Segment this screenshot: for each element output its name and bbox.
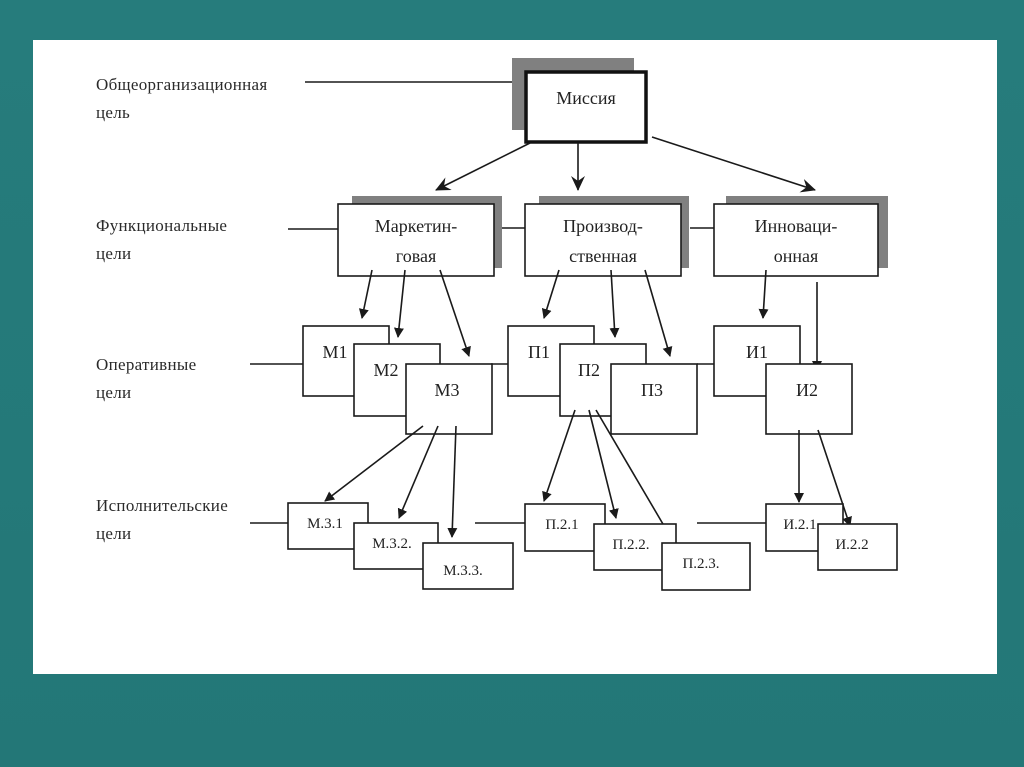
mission-frame bbox=[524, 70, 648, 144]
arrow-marketing-m3 bbox=[439, 269, 471, 357]
functional-goal-label: Производ- bbox=[563, 216, 643, 236]
mission-label: Миссия bbox=[556, 88, 616, 108]
operational-goal-label: П2 bbox=[578, 360, 600, 380]
functional-goal-innovation: Инноваци- онная bbox=[713, 196, 888, 277]
executive-goal-box bbox=[817, 523, 898, 571]
arrow-p2-p21 bbox=[542, 409, 576, 502]
executive-goal-label: П.2.1 bbox=[545, 517, 578, 533]
arrow-m3-m32 bbox=[397, 425, 439, 519]
level-label-line: Оперативные bbox=[96, 355, 196, 374]
operational-goal-box bbox=[405, 363, 493, 435]
arrow-marketing-m1 bbox=[358, 269, 373, 319]
operational-goals-marketing: М1 М2 М3 bbox=[302, 325, 493, 435]
box-frame bbox=[524, 203, 682, 277]
arrow-production-p3 bbox=[644, 269, 673, 357]
level-label-functional: Функциональные цели bbox=[96, 216, 227, 263]
operational-goal-label: М3 bbox=[434, 380, 459, 400]
level-label-line: цель bbox=[96, 103, 130, 122]
executive-goal-box bbox=[661, 542, 751, 591]
arrow-m3-m31 bbox=[324, 425, 424, 502]
level-label-line: Исполнительские bbox=[96, 496, 228, 515]
functional-goal-label: говая bbox=[396, 246, 436, 266]
executive-goal-label: М.3.3. bbox=[443, 563, 483, 579]
functional-goal-production: Производ- ственная bbox=[524, 196, 689, 277]
box-frame bbox=[337, 203, 495, 277]
arrow-mission-innovation bbox=[651, 136, 816, 193]
executive-goal-label: И.2.2 bbox=[835, 537, 868, 553]
arrow-production-p2 bbox=[609, 269, 620, 338]
operational-goal-label: М2 bbox=[373, 360, 398, 380]
operational-goal-label: П3 bbox=[641, 380, 663, 400]
functional-goal-label: Маркетин- bbox=[375, 216, 457, 236]
arrow-mission-marketing bbox=[435, 142, 531, 191]
executive-goal-box bbox=[422, 542, 514, 590]
level-label-line: цели bbox=[96, 524, 131, 543]
functional-goal-label: Инноваци- bbox=[755, 216, 838, 236]
functional-goal-marketing: Маркетин- говая bbox=[337, 196, 502, 277]
arrow-i2-i22 bbox=[817, 429, 852, 527]
operational-goals-production: П1 П2 П3 bbox=[507, 325, 698, 435]
arrow-m3-m33 bbox=[447, 425, 458, 538]
level-label-operational: Оперативные цели bbox=[96, 355, 196, 402]
operational-goal-label: П1 bbox=[528, 342, 550, 362]
executive-goal-label: М.3.1 bbox=[307, 516, 343, 532]
operational-goal-label: И2 bbox=[796, 380, 818, 400]
level-label-organizational: Общеорганизационная цель bbox=[96, 75, 268, 122]
executive-goal-box bbox=[524, 503, 606, 552]
operational-goal-box bbox=[765, 363, 853, 435]
executive-goal-label: П.2.3. bbox=[682, 556, 719, 572]
operational-goal-label: М1 bbox=[322, 342, 347, 362]
level-label-executive: Исполнительские цели bbox=[96, 496, 228, 543]
arrow-innovation-i1 bbox=[758, 269, 769, 319]
executive-goal-label: П.2.2. bbox=[612, 537, 649, 553]
executive-goal-label: М.3.2. bbox=[372, 536, 412, 552]
box-frame bbox=[713, 203, 879, 277]
arrow-p2-p22 bbox=[588, 409, 619, 519]
level-label-line: Общеорганизационная bbox=[96, 75, 268, 94]
level-label-line: цели bbox=[96, 383, 131, 402]
functional-goal-label: ственная bbox=[569, 246, 637, 266]
operational-goals-innovation: И1 И2 bbox=[713, 325, 853, 435]
executive-goal-label: И.2.1 bbox=[783, 517, 816, 533]
level-label-line: Функциональные bbox=[96, 216, 227, 235]
operational-goal-box bbox=[610, 363, 698, 435]
arrow-p2-p23 bbox=[595, 409, 671, 537]
arrow-marketing-m2 bbox=[393, 269, 406, 338]
operational-goal-label: И1 bbox=[746, 342, 768, 362]
executive-goals-marketing: М.3.1 М.3.2. М.3.3. bbox=[287, 502, 514, 590]
mission-box: Миссия bbox=[512, 58, 648, 144]
executive-goals-innovation: И.2.1 И.2.2 bbox=[765, 503, 898, 571]
level-label-line: цели bbox=[96, 244, 131, 263]
functional-goal-label: онная bbox=[774, 246, 819, 266]
arrow-production-p1 bbox=[541, 269, 560, 319]
executive-goals-production: П.2.1 П.2.2. П.2.3. bbox=[524, 503, 751, 591]
